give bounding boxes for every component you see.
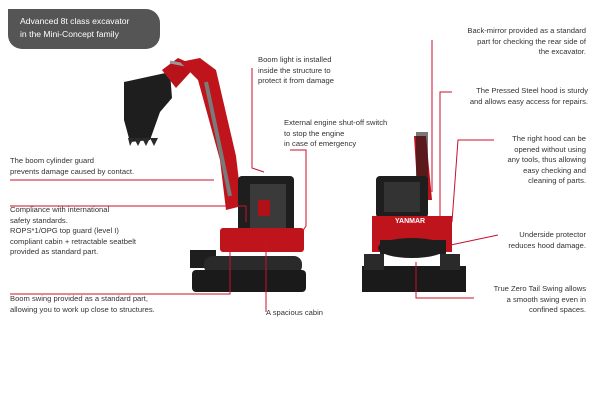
- title-line-2: in the Mini-Concept family: [20, 29, 119, 39]
- protector-line-2: reduces hood damage.: [508, 240, 586, 250]
- callout-tail-swing: True Zero Tail Swing allows a smooth swi…: [494, 284, 586, 316]
- title-badge: Advanced 8t class excavator in the Mini-…: [8, 9, 160, 49]
- tail-swing-line-1: True Zero Tail Swing allows: [493, 284, 586, 293]
- boom-cylinder: [204, 81, 232, 197]
- right-hood-line-2: opened without using: [514, 144, 586, 154]
- boom-light-line-2: inside the structure to: [258, 65, 331, 75]
- right-hood-line-4: easy checking and: [523, 165, 586, 175]
- right-hood-line-5: cleaning of parts.: [528, 176, 586, 186]
- seat: [258, 200, 270, 216]
- hood-line-2: and allows easy access for repairs.: [469, 96, 588, 106]
- leader-lines: [10, 40, 499, 312]
- tail-swing-line-3: confined spaces.: [529, 305, 586, 315]
- bucket-teeth: [128, 138, 158, 146]
- compliance-line-3: ROPS*1/OPG top guard (level I): [10, 226, 119, 236]
- excavator-side-view: [124, 58, 306, 292]
- mirror-line-2: part for checking the rear side of: [477, 36, 586, 46]
- boom-cylinder-line-2: prevents damage caused by contact.: [10, 166, 135, 176]
- compliance-line-1: Compliance with international: [10, 205, 110, 214]
- hood-line-1: The Pressed Steel hood is sturdy: [476, 86, 588, 95]
- callout-boom-swing: Boom swing provided as a standard part, …: [10, 294, 155, 315]
- rear-track-right: [440, 254, 460, 270]
- callout-cabin: A spacious cabin: [266, 308, 323, 319]
- engine-switch-line-3: in case of emergency: [284, 139, 357, 149]
- track-ground: [192, 270, 306, 292]
- brand-logo: YANMAR: [395, 218, 425, 225]
- tail-swing-line-2: a smooth swing even in: [506, 294, 586, 304]
- callout-boom-cylinder: The boom cylinder guard prevents damage …: [10, 156, 134, 177]
- compliance-line-5: provided as standard part.: [10, 247, 99, 257]
- right-hood-line-3: any tools, thus allowing: [507, 155, 586, 165]
- callout-back-mirror: Back-mirror provided as a standard part …: [467, 26, 586, 58]
- upper-structure: [220, 228, 304, 252]
- compliance-line-2: safety standards.: [10, 215, 68, 225]
- boom-light-line-3: protect it from damage: [258, 76, 334, 86]
- rear-track-left: [364, 254, 384, 270]
- mirror-line-3: the excavator.: [538, 47, 586, 57]
- callout-pressed-steel-hood: The Pressed Steel hood is sturdy and all…: [470, 86, 588, 107]
- rear-blade: [362, 266, 466, 292]
- callout-underside-protector: Underside protector reduces hood damage.: [508, 230, 586, 251]
- bucket: [124, 72, 172, 142]
- boom-swing-line-1: Boom swing provided as a standard part,: [10, 294, 149, 303]
- callout-engine-switch: External engine shut-off switch to stop …: [284, 118, 387, 150]
- engine-switch-line-1: External engine shut-off switch: [284, 118, 388, 127]
- engine-switch-line-2: to stop the engine: [284, 128, 345, 138]
- title-line-1: Advanced 8t class excavator: [20, 16, 130, 26]
- callout-right-hood: The right hood can be opened without usi…: [507, 134, 586, 187]
- callout-boom-light: Boom light is installed inside the struc…: [258, 55, 334, 87]
- boom-swing-line-2: allowing you to work up close to structu…: [10, 304, 155, 314]
- track-frame: [204, 256, 302, 274]
- excavator-rear-view: [362, 132, 466, 292]
- boom-cylinder-line-1: The boom cylinder guard: [10, 156, 94, 165]
- callout-compliance: Compliance with international safety sta…: [10, 205, 136, 258]
- compliance-line-4: compliant cabin + retractable seatbelt: [10, 236, 137, 246]
- rear-window: [384, 182, 420, 212]
- counterweight-bottom: [378, 238, 446, 258]
- protector-line-1: Underside protector: [519, 230, 586, 239]
- cabin-label: A spacious cabin: [266, 308, 323, 317]
- mirror-line-1: Back-mirror provided as a standard: [467, 26, 586, 35]
- boom-light-line-1: Boom light is installed: [258, 55, 332, 64]
- right-hood-line-1: The right hood can be: [512, 134, 586, 143]
- boom: [180, 58, 242, 210]
